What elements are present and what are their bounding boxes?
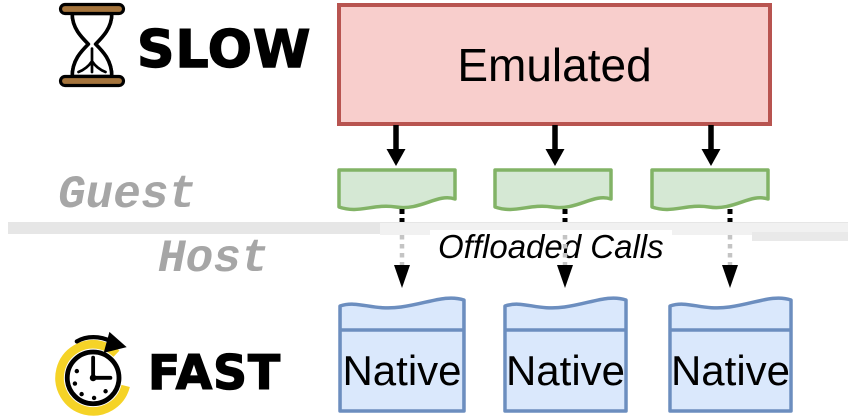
guest-doc-1 <box>337 168 457 212</box>
offload-arrow-1 <box>394 209 410 288</box>
native-label: Native <box>342 346 462 394</box>
native-label: Native <box>670 346 791 394</box>
emulated-label: Emulated <box>457 38 652 91</box>
fast-clock-icon <box>55 331 131 416</box>
native-label: Native <box>505 346 626 394</box>
emulated-arrow-3 <box>701 125 721 166</box>
guest-zone-label: Guest <box>58 169 197 221</box>
guest-host-divider-step <box>752 232 848 241</box>
native-box-3: Native <box>668 289 793 413</box>
offload-arrow-2 <box>557 209 573 288</box>
emulated-arrow-2 <box>545 125 565 166</box>
host-zone-label: Host <box>158 233 269 285</box>
guest-doc-3 <box>650 168 770 212</box>
offloaded-calls-chip: Offloaded Calls <box>430 227 672 265</box>
hourglass-icon <box>58 2 126 88</box>
fast-label: FAST <box>147 346 281 401</box>
native-box-1: Native <box>338 289 466 413</box>
native-box-2: Native <box>503 289 628 413</box>
emulated-arrow-1 <box>386 125 406 166</box>
offloaded-calls-label: Offloaded Calls <box>438 227 664 265</box>
slow-label: SLOW <box>136 20 312 80</box>
guest-doc-2 <box>493 168 613 212</box>
emulated-box: Emulated <box>337 3 772 126</box>
offload-arrow-3 <box>722 209 738 288</box>
